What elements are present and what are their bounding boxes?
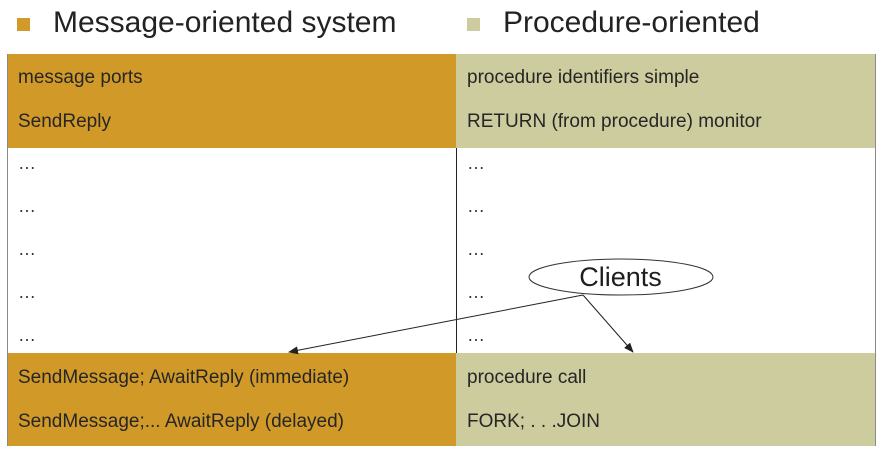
ellipsis: … — [467, 239, 486, 259]
procedure-middle: … … … … … — [456, 148, 876, 353]
ellipsis: … — [18, 196, 37, 216]
cell-fork-join: FORK; . . .JOIN — [467, 411, 601, 432]
procedure-top-band: procedure identifiers simple RETURN (fro… — [456, 54, 876, 148]
cell-procedure-identifiers: procedure identifiers simple — [467, 67, 700, 88]
ellipsis: … — [467, 153, 486, 173]
heading-text: Procedure-oriented — [503, 6, 760, 39]
ellipsis: … — [18, 325, 37, 345]
message-top-band: message ports SendReply — [7, 54, 456, 148]
ellipsis: … — [467, 196, 486, 216]
message-bottom-band: SendMessage; AwaitReply (immediate) Send… — [7, 353, 456, 446]
table-right-border — [875, 54, 876, 446]
cell-message-ports: message ports — [18, 67, 143, 88]
square-bullet-icon — [17, 17, 30, 31]
cell-procedure-call: procedure call — [467, 367, 587, 388]
clients-label: Clients — [579, 261, 662, 292]
cell-sendmessage-immediate: SendMessage; AwaitReply (immediate) — [18, 367, 350, 388]
heading-message-oriented: Message-oriented system — [17, 3, 396, 43]
table-left-border — [7, 54, 8, 446]
comparison-table: message ports SendReply … … … … … SendMe… — [7, 54, 876, 446]
ellipsis: … — [18, 239, 37, 259]
ellipsis: … — [467, 325, 486, 345]
procedure-column: procedure identifiers simple RETURN (fro… — [456, 54, 876, 446]
square-bullet-icon — [467, 17, 480, 31]
procedure-bottom-band: procedure call FORK; . . .JOIN — [456, 353, 876, 446]
ellipsis: … — [18, 153, 37, 173]
message-column: message ports SendReply … … … … … SendMe… — [7, 54, 456, 446]
ellipsis: … — [467, 282, 486, 302]
message-middle: … … … … … — [7, 148, 456, 353]
column-divider — [456, 148, 457, 353]
cell-sendreply: SendReply — [18, 111, 111, 132]
cell-return-monitor: RETURN (from procedure) monitor — [467, 111, 762, 132]
heading-procedure-oriented: Procedure-oriented — [467, 3, 760, 43]
ellipsis: … — [18, 282, 37, 302]
cell-sendmessage-delayed: SendMessage;... AwaitReply (delayed) — [18, 411, 344, 432]
heading-text: Message-oriented system — [53, 6, 397, 39]
